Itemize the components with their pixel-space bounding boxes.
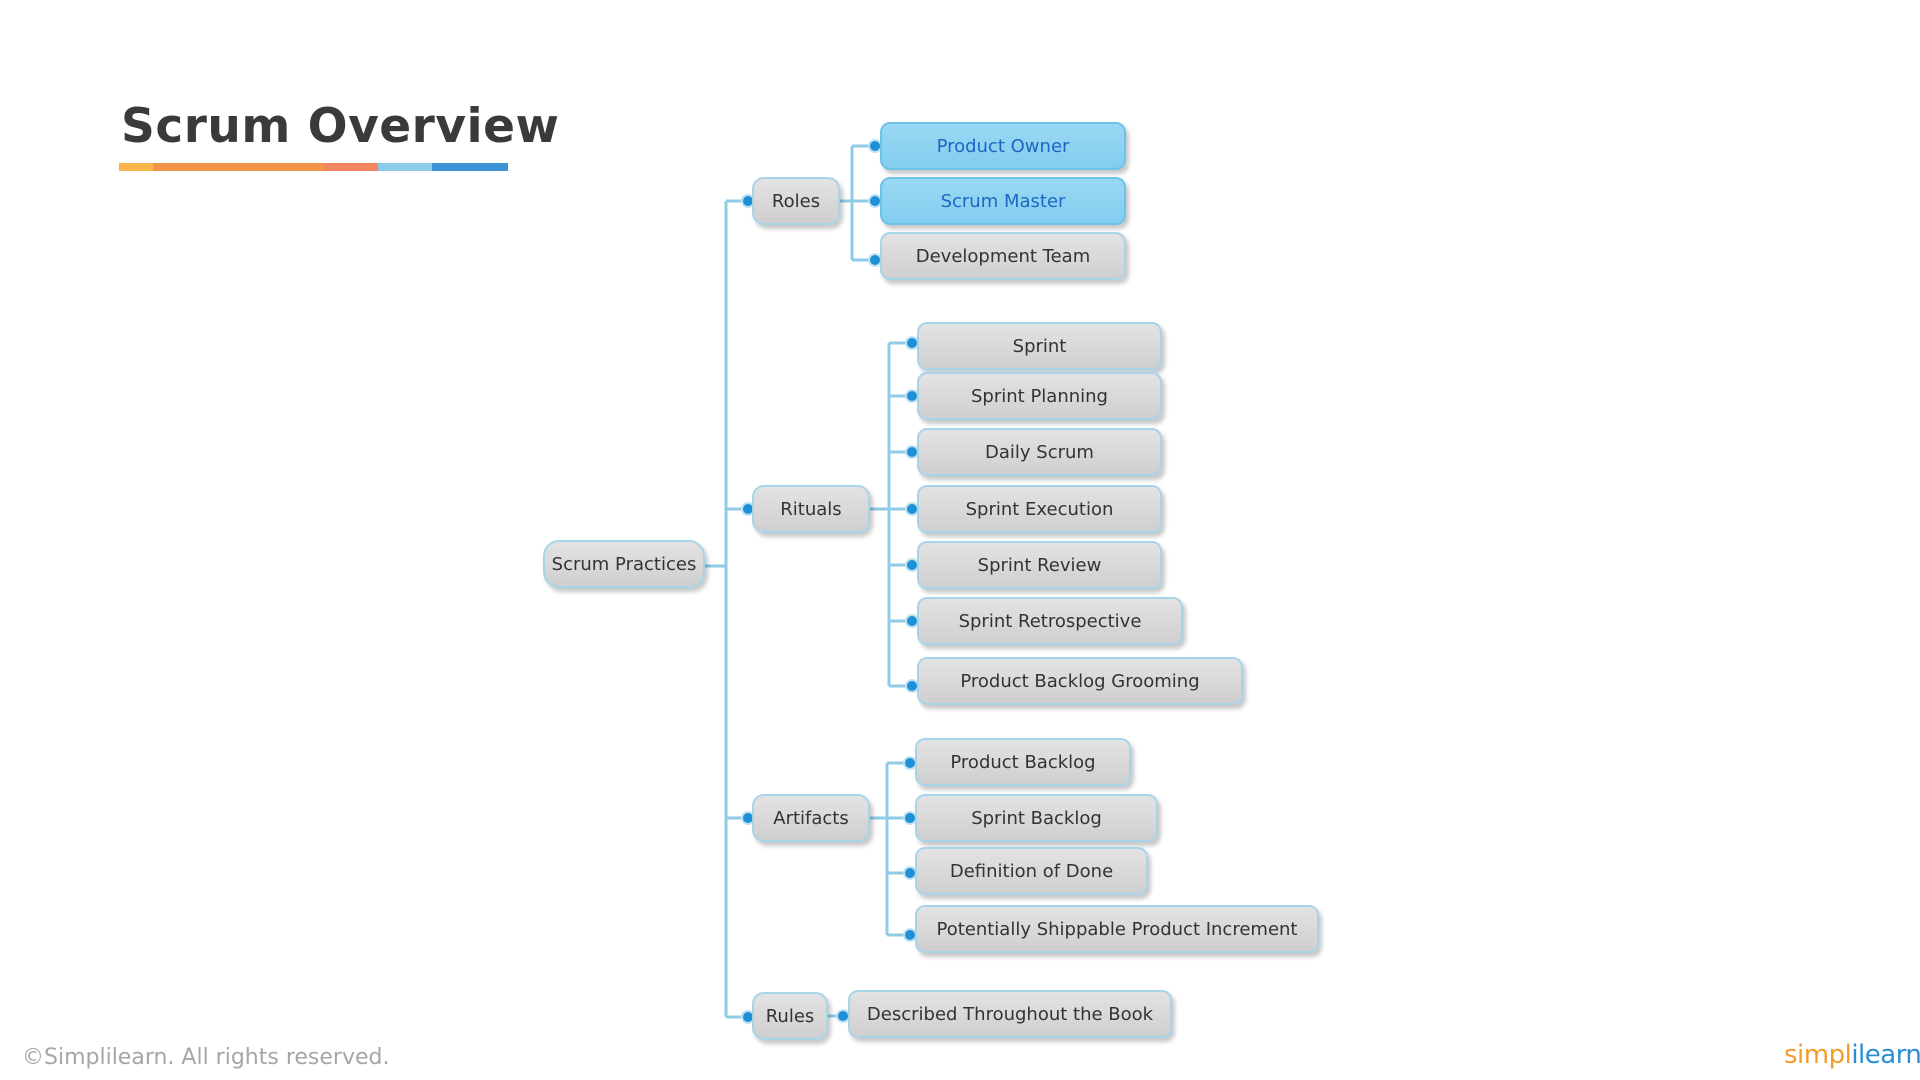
node-sprint-execution: Sprint Execution: [917, 485, 1162, 533]
node-label: Product Backlog: [950, 751, 1096, 773]
node-label: Artifacts: [773, 807, 849, 829]
logo-part-simpl: simpl: [1784, 1040, 1852, 1070]
node-sprint-planning: Sprint Planning: [917, 372, 1162, 420]
node-product-backlog-grooming: Product Backlog Grooming: [917, 657, 1243, 705]
node-sprint: Sprint: [917, 322, 1162, 370]
title-underline-segment: [324, 163, 378, 171]
title-underline-segment: [378, 163, 432, 171]
node-artifacts: Artifacts: [752, 794, 870, 842]
node-label: Roles: [771, 190, 821, 212]
node-label: Sprint Planning: [971, 385, 1108, 407]
simplilearn-logo: simplilearn: [1784, 1040, 1920, 1070]
node-scrum-practices: Scrum Practices: [543, 540, 705, 588]
title-underline-segment: [153, 163, 324, 171]
node-label: Product Backlog Grooming: [960, 670, 1200, 692]
node-sprint-retrospective: Sprint Retrospective: [917, 597, 1183, 645]
node-label: Definition of Done: [949, 860, 1114, 882]
node-label: Sprint Backlog: [971, 807, 1102, 829]
node-label: Scrum Practices: [551, 553, 697, 575]
node-label: Sprint Retrospective: [958, 610, 1142, 632]
node-label: Development Team: [915, 245, 1091, 267]
logo-part-ilearn: ilearn: [1851, 1040, 1920, 1070]
node-rules: Rules: [752, 992, 828, 1040]
copyright-text: ©Simplilearn. All rights reserved.: [22, 1045, 390, 1070]
node-potentially-shippable-product-increment: Potentially Shippable Product Increment: [915, 905, 1319, 953]
node-described-throughout-the-book: Described Throughout the Book: [848, 990, 1172, 1038]
node-definition-of-done: Definition of Done: [915, 847, 1148, 895]
node-sprint-review: Sprint Review: [917, 541, 1162, 589]
node-scrum-master: Scrum Master: [880, 177, 1126, 225]
node-development-team: Development Team: [880, 232, 1126, 280]
node-label: Sprint Execution: [965, 498, 1114, 520]
node-label: Sprint Review: [977, 554, 1102, 576]
node-label: Rituals: [780, 498, 842, 520]
title-underline-segment: [432, 163, 508, 171]
node-sprint-backlog: Sprint Backlog: [915, 794, 1158, 842]
node-rituals: Rituals: [752, 485, 870, 533]
node-roles: Roles: [752, 177, 840, 225]
node-label: Daily Scrum: [985, 441, 1094, 463]
node-label: Scrum Master: [940, 190, 1066, 212]
title-underline-segment: [119, 163, 153, 171]
node-label: Described Throughout the Book: [866, 1003, 1154, 1025]
node-label: Product Owner: [936, 135, 1070, 157]
node-daily-scrum: Daily Scrum: [917, 428, 1162, 476]
node-label: Sprint: [1012, 335, 1067, 357]
node-product-owner: Product Owner: [880, 122, 1126, 170]
node-product-backlog: Product Backlog: [915, 738, 1131, 786]
node-label: Potentially Shippable Product Increment: [936, 918, 1298, 940]
node-label: Rules: [765, 1005, 815, 1027]
title-underline: [119, 163, 508, 171]
slide-title: Scrum Overview: [121, 99, 560, 154]
